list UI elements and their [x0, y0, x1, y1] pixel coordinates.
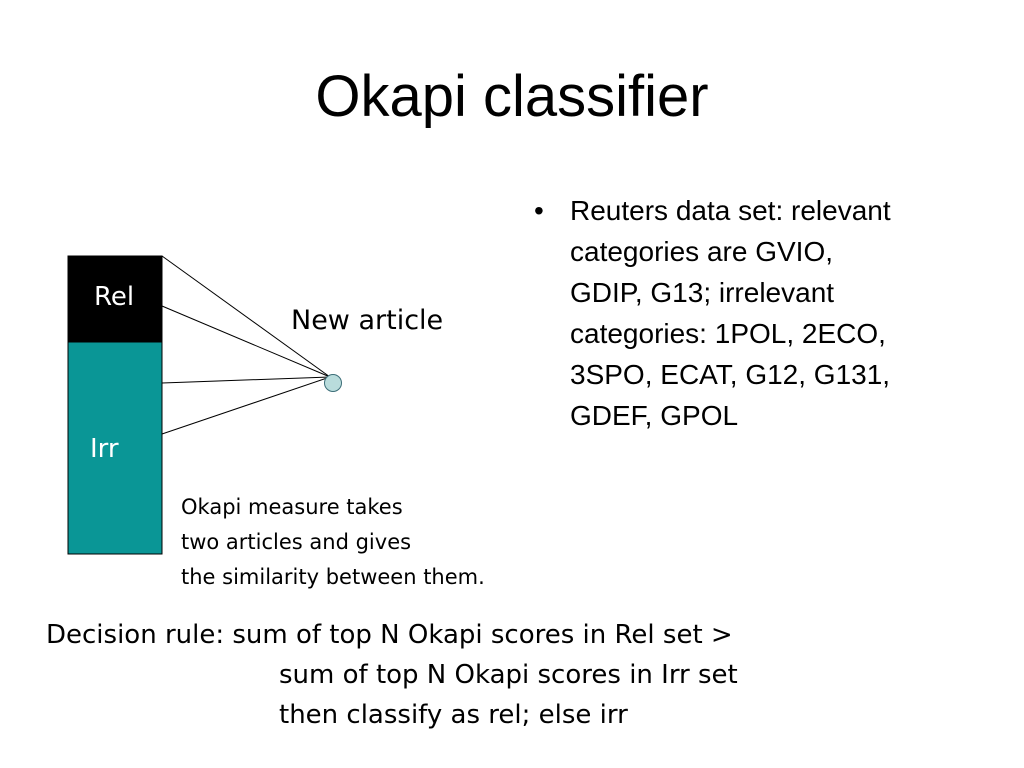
bullet-line: GDEF, GPOL [570, 400, 739, 431]
rel-label: Rel [94, 282, 135, 312]
decision-rule-line: then classify as rel; else irr [279, 700, 628, 730]
bullet-item: • Reuters data set: relevant categories … [534, 190, 974, 436]
connector-line [161, 376, 331, 435]
decision-rule-line: Decision rule: sum of top N Okapi scores… [46, 620, 733, 650]
new-article-label: New article [291, 305, 444, 336]
okapi-note-line: the similarity between them. [181, 565, 485, 589]
connector-line [161, 305, 331, 378]
okapi-note-line: two articles and gives [181, 530, 412, 554]
rel-box [67, 255, 163, 343]
bullet-dot: • [534, 195, 544, 226]
decision-rule-line: sum of top N Okapi scores in Irr set [279, 660, 738, 690]
bullet-line: categories: 1POL, 2ECO, [570, 318, 886, 349]
bullet-line: 3SPO, ECAT, G12, G131, [570, 359, 891, 390]
bullet-line: categories are GVIO, [570, 236, 834, 267]
bullet-list: • Reuters data set: relevant categories … [534, 190, 974, 436]
irr-label: Irr [90, 434, 119, 464]
decision-rule: Decision rule: sum of top N Okapi scores… [46, 615, 738, 735]
irr-box [67, 341, 163, 555]
bullet-line: Reuters data set: relevant [570, 195, 891, 226]
connector-line [161, 376, 331, 384]
bullet-line: GDIP, G13; irrelevant [570, 277, 835, 308]
slide-title: Okapi classifier [315, 64, 709, 129]
connector-line [161, 255, 331, 378]
okapi-note: Okapi measure takes two articles and giv… [181, 490, 485, 595]
okapi-note-line: Okapi measure takes [181, 495, 403, 519]
new-article-node [324, 374, 342, 392]
